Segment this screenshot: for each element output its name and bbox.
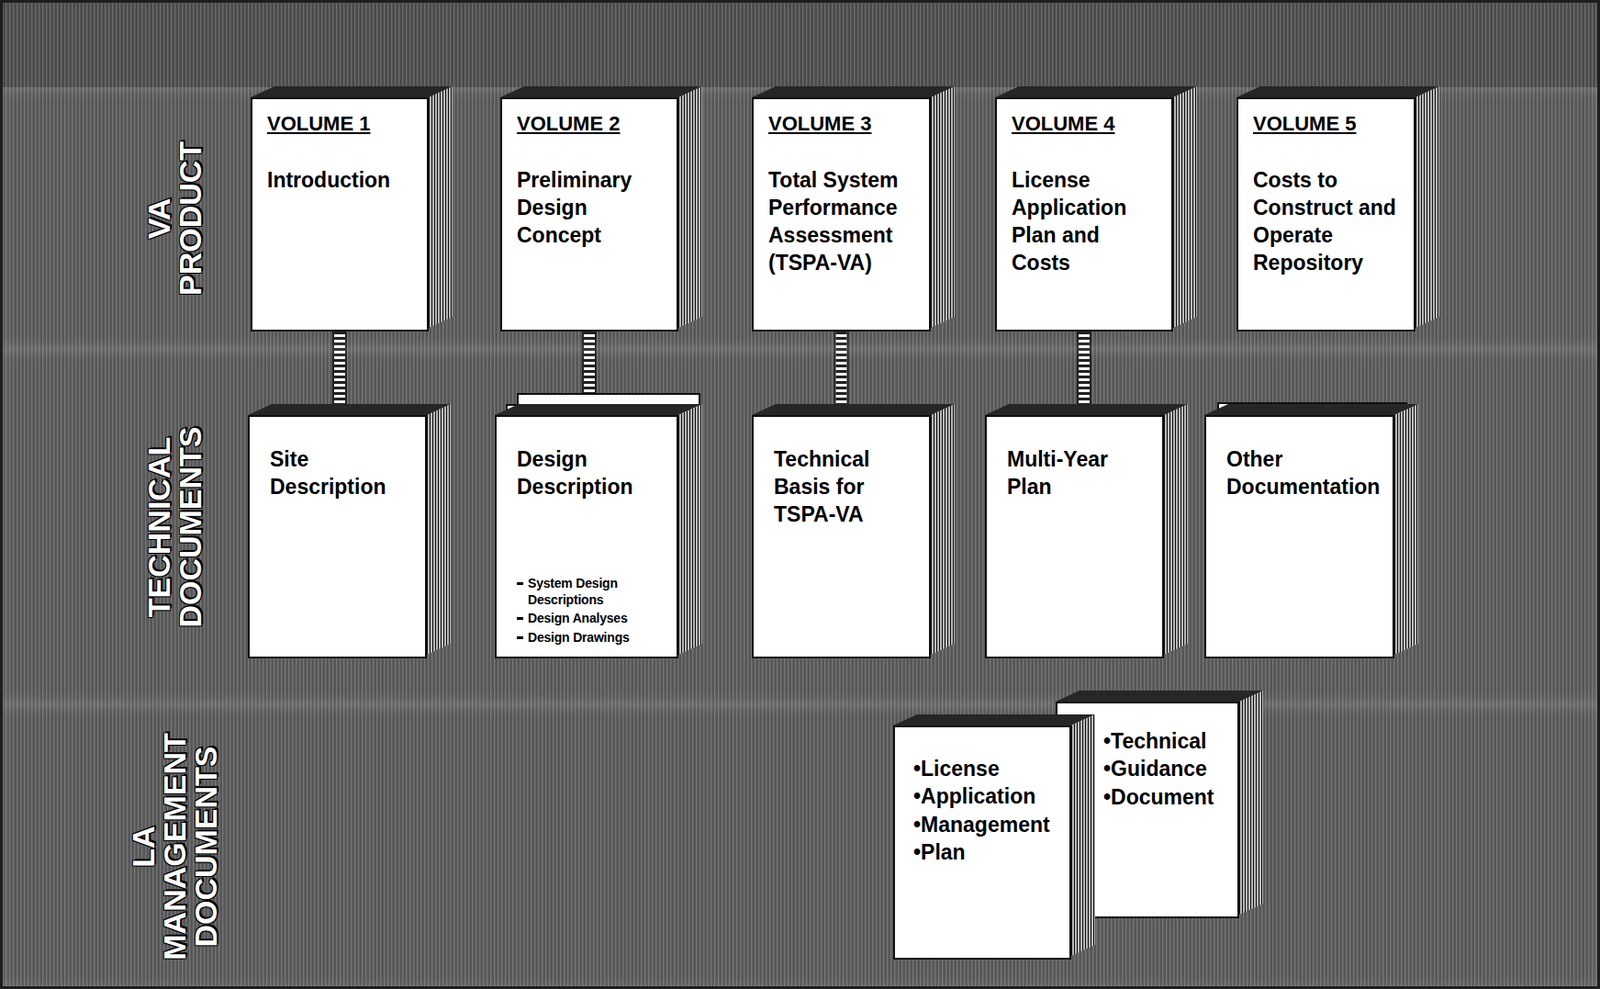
band-label: VA PRODUCT — [143, 140, 206, 295]
document-stack: Design DescriptionSystem Design Descript… — [494, 414, 679, 659]
bullet-text: Design Drawings — [527, 629, 630, 647]
band-label: TECHNICAL DOCUMENTS — [143, 425, 206, 627]
bullet-row: Design Analyses — [516, 610, 668, 627]
volume-number: VOLUME 3 — [768, 111, 920, 136]
band-label-holder: LA MANAGEMENT DOCUMENTS — [137, 704, 212, 989]
document-book: Multi-Year Plan — [984, 414, 1164, 659]
volume-book: VOLUME 3 Total System Performance Assessm… — [751, 97, 931, 332]
band-label-holder: TECHNICAL DOCUMENTS — [137, 348, 212, 705]
bullet-list: System Design DescriptionsDesign Analyse… — [516, 572, 668, 648]
box-title: Design Description — [516, 446, 668, 502]
row-band: TECHNICAL DOCUMENTSSite DescriptionDesig… — [0, 348, 1600, 705]
volume-title: Preliminary Design Concept — [516, 167, 668, 250]
bullet-row: Design Drawings — [516, 629, 668, 647]
document-title: Site Description — [269, 446, 416, 502]
band-label-holder: VA PRODUCT — [137, 87, 212, 349]
volume-number: VOLUME 1 — [267, 111, 418, 136]
bullet-dash — [516, 581, 524, 585]
document-title: Multi-Year Plan — [1006, 446, 1153, 502]
volume-number: VOLUME 4 — [1011, 111, 1163, 136]
bullet-row: System Design Descriptions — [516, 575, 668, 608]
volume-title: License Application Plan and Costs — [1011, 167, 1163, 278]
management-book: •License •Application •Management •Plan — [893, 725, 1072, 960]
volume-book: VOLUME 2 Preliminary Design Concept — [500, 97, 679, 332]
row-band: LA MANAGEMENT DOCUMENTS •License •Applica… — [0, 704, 1600, 989]
volume-book: VOLUME 5 Costs to Construct and Operate R… — [1236, 97, 1416, 332]
volume-title: Introduction — [267, 167, 418, 195]
volume-number: VOLUME 5 — [1253, 111, 1405, 136]
bullet-dash — [516, 616, 524, 620]
bullet-text: Design Analyses — [527, 610, 628, 627]
document-title: Other Documentation — [1226, 446, 1384, 502]
row-band: VA PRODUCT VOLUME 1 Introduction VOLUME 2 Pr… — [0, 87, 1600, 349]
bullet-words: •License •Application •Management •Plan — [913, 754, 1051, 866]
volume-book: VOLUME 1 Introduction — [250, 97, 429, 332]
band-label: LA MANAGEMENT DOCUMENTS — [127, 732, 222, 960]
volume-number: VOLUME 2 — [516, 111, 668, 136]
document-book: Technical Basis for TSPA-VA — [751, 414, 931, 659]
document-book: Site Description — [247, 414, 427, 659]
bullet-words: •Technical •Guidance •Document — [1103, 727, 1215, 811]
document-title: Technical Basis for TSPA-VA — [773, 446, 920, 529]
volume-title: Costs to Construct and Operate Repositor… — [1253, 167, 1405, 278]
bullet-text: System Design Descriptions — [527, 575, 668, 608]
volume-title: Total System Performance Assessment (TSP… — [768, 167, 920, 278]
document-stack: Other Documentation — [1204, 414, 1395, 659]
bullet-dash — [516, 636, 524, 639]
volume-book: VOLUME 4 License Application Plan and Cos… — [995, 97, 1174, 332]
